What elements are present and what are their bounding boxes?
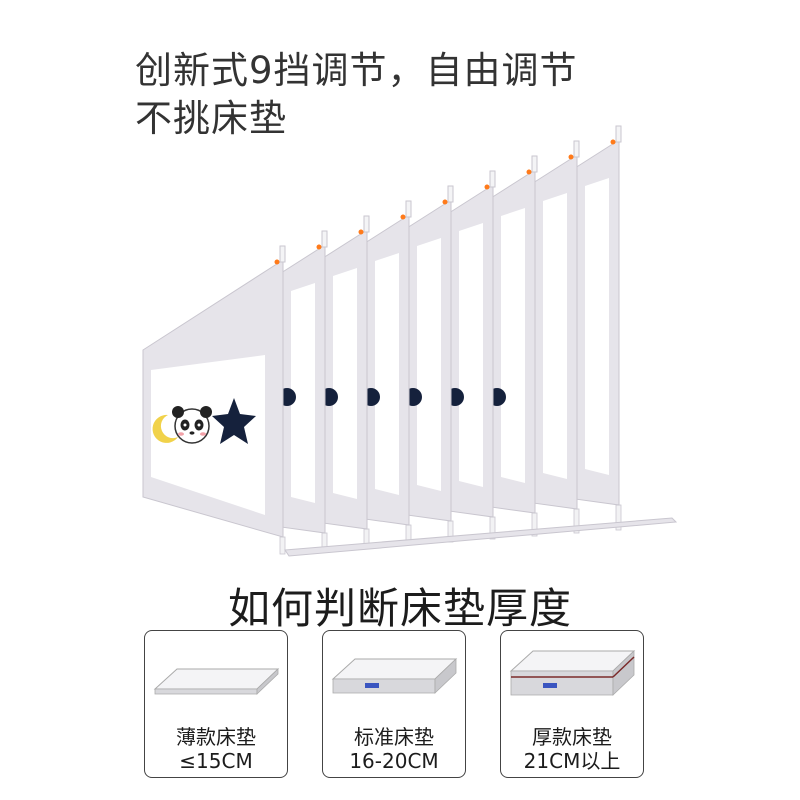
adjust-button-dot (442, 199, 448, 205)
headline-line-2: 不挑床垫 (135, 97, 287, 140)
adjust-button-dot (358, 229, 364, 235)
rail-panel-level-3 (320, 215, 370, 549)
rail-top-knob (489, 170, 496, 188)
front-panel-decoration (152, 398, 256, 444)
rail-panel-level-4 (362, 200, 412, 546)
headline: 创新式9挡调节，自由调节 不挑床垫 (135, 48, 578, 142)
adjust-button-dot (400, 214, 406, 220)
rail-top-knob (279, 245, 286, 263)
rail-top-knob (363, 215, 370, 233)
rail-top-knob (321, 230, 328, 248)
rail-panel-level-9 (574, 125, 622, 531)
section-title: 如何判断床垫厚度 (227, 584, 572, 633)
adjust-button-dot (526, 169, 532, 175)
panda-icon (172, 406, 212, 444)
adjust-button-dot (316, 244, 322, 250)
rail-panel-window (291, 283, 315, 503)
rail-panel-level-5 (404, 185, 454, 543)
mattress-card-thick: 厚款床垫 21CM以上 (500, 630, 644, 778)
rail-base-bar (284, 517, 678, 557)
thick-mattress-image (509, 650, 636, 696)
rail-top-knob (615, 125, 622, 143)
rail-top-knob (531, 155, 538, 173)
rail-panel-window (151, 355, 265, 515)
thin-mattress-image (153, 668, 280, 695)
rail-panel-level-7 (488, 155, 538, 537)
rail-panel-window (543, 193, 567, 479)
rail-panel-window (333, 268, 357, 499)
headline-line-1: 创新式9挡调节，自由调节 (135, 49, 578, 92)
adjust-button-dot (610, 139, 616, 145)
rail-panel-level-2 (278, 230, 328, 552)
mattress-name: 厚款床垫 (532, 725, 612, 749)
mattress-card-thin: 薄款床垫 ≤15CM (144, 630, 288, 778)
rail-post (279, 536, 286, 555)
star-icon (212, 398, 256, 444)
standard-mattress-image (331, 658, 458, 694)
bed-rail-9-level-illustration (142, 125, 678, 557)
mattress-name: 薄款床垫 (176, 725, 256, 749)
rail-panel-level-8 (532, 140, 580, 534)
adjust-button-dot (568, 154, 574, 160)
moon-icon (152, 414, 178, 443)
rail-panel-window (501, 208, 525, 483)
adjust-button-dot (274, 259, 280, 265)
mattress-card-standard: 标准床垫 16-20CM (322, 630, 466, 778)
rail-panel-level-6 (446, 170, 496, 540)
rail-panel-level-1 (142, 245, 286, 555)
rail-top-knob (447, 185, 454, 203)
rail-panel-window (459, 223, 483, 487)
mattress-size: ≤15CM (179, 749, 253, 773)
mattress-size: 16-20CM (349, 749, 439, 773)
rail-top-knob (405, 200, 412, 218)
rail-panel-window (375, 253, 399, 495)
mattress-size: 21CM以上 (523, 749, 621, 773)
mattress-name: 标准床垫 (354, 725, 434, 749)
rail-panel-window (417, 238, 441, 491)
adjust-button-dot (484, 184, 490, 190)
rail-top-knob (573, 140, 580, 158)
rail-panel-window (585, 178, 609, 475)
